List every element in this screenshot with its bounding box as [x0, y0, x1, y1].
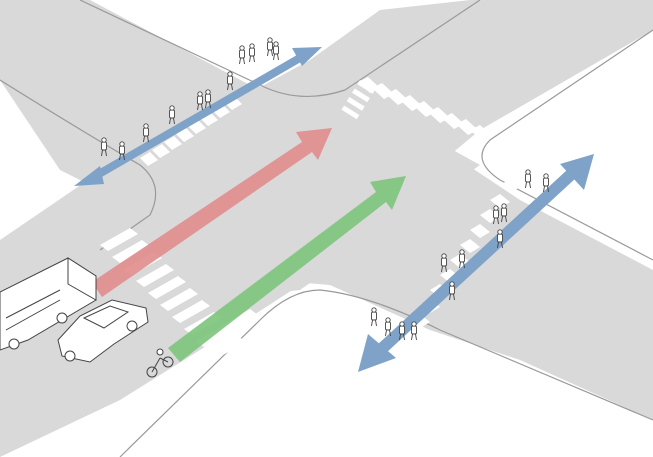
crosswalk-top-bars [358, 77, 492, 141]
car-icon [57, 299, 149, 363]
bus-icon [0, 257, 97, 351]
bicycle-icon [146, 348, 174, 378]
pedestrian-icon [267, 37, 273, 57]
pedestrian-arrow-lower-right [358, 154, 594, 372]
pedestrian-icon [143, 123, 149, 143]
curb-top [79, 0, 481, 97]
pedestrian-icon [543, 173, 549, 193]
pedestrian-icon [239, 45, 245, 65]
curb-right [481, 29, 653, 261]
pedestrian-icon [411, 321, 417, 341]
pedestrian-icon [169, 105, 175, 125]
pedestrian-icon [227, 71, 233, 91]
vehicles [0, 257, 174, 378]
pedestrian-icon [399, 321, 405, 341]
pedestrian-icon [385, 317, 391, 337]
pedestrian-icon [197, 91, 203, 111]
intersection-core [150, 90, 480, 300]
vehicle-arrow-green [168, 176, 406, 362]
pedestrian-icon [101, 137, 107, 157]
pedestrian-icon [525, 169, 531, 189]
pedestrian-icon [493, 205, 499, 225]
pedestrian-icon [273, 41, 279, 61]
vehicle-arrow-red [92, 128, 332, 297]
pedestrian-icon [371, 307, 377, 327]
pedestrian-icon [501, 203, 507, 223]
pedestrian-icon [249, 43, 255, 63]
pedestrian-icon [441, 253, 447, 273]
pedestrian-icon [205, 89, 211, 109]
pedestrian-icon [449, 281, 455, 301]
pedestrian-icon [497, 229, 503, 249]
pedestrian-icon [119, 141, 125, 161]
pedestrian-arrow-upper-left [74, 47, 322, 186]
pedestrians [101, 37, 549, 341]
pedestrian-icon [459, 249, 465, 269]
movement-arrows [74, 47, 594, 372]
